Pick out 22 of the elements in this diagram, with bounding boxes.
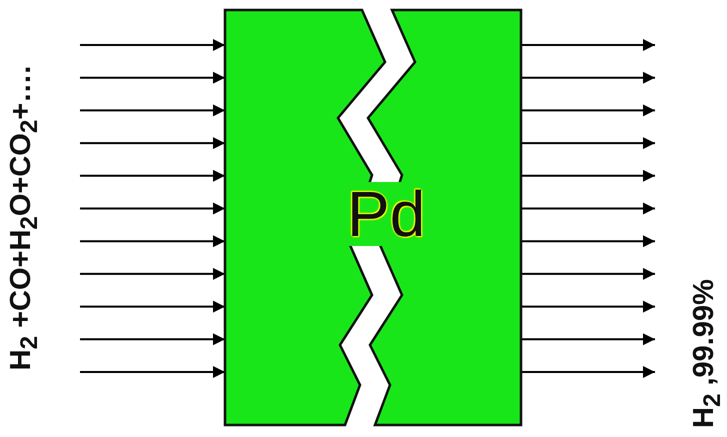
arrow bbox=[521, 366, 655, 378]
arrow bbox=[80, 72, 225, 84]
arrow bbox=[521, 104, 655, 116]
arrow bbox=[80, 300, 225, 313]
arrow bbox=[521, 39, 655, 51]
arrow bbox=[80, 39, 225, 51]
arrow bbox=[80, 366, 225, 378]
arrow bbox=[521, 268, 655, 280]
arrow bbox=[521, 202, 655, 214]
arrow bbox=[521, 333, 655, 346]
arrow bbox=[80, 235, 225, 248]
arrow bbox=[521, 72, 655, 84]
arrow bbox=[80, 104, 225, 116]
arrow bbox=[80, 202, 225, 214]
arrow bbox=[80, 333, 225, 346]
arrow bbox=[521, 300, 655, 313]
arrow bbox=[521, 137, 655, 150]
arrow bbox=[521, 235, 655, 248]
arrow bbox=[80, 268, 225, 280]
arrow bbox=[521, 170, 655, 182]
arrow bbox=[80, 170, 225, 182]
arrow bbox=[80, 137, 225, 150]
